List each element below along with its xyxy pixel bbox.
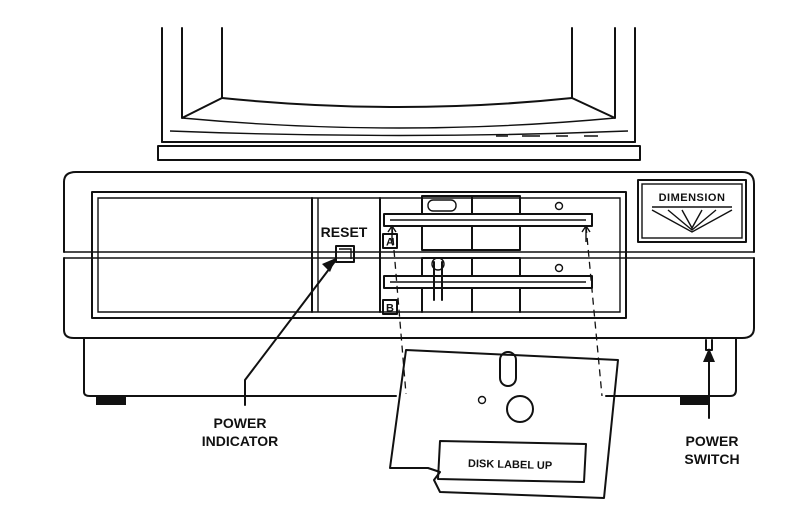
power-indicator-label-line1: POWER — [214, 415, 267, 431]
disk-label: DISK LABEL UP — [468, 458, 552, 472]
brand-label: DIMENSION — [659, 192, 726, 204]
reset-label: RESET — [321, 224, 368, 240]
brand-badge: DIMENSION — [637, 179, 747, 243]
drive-b: B — [382, 257, 593, 315]
floppy-disk: DISK LABEL UP — [389, 349, 619, 499]
power-indicator-light — [335, 245, 355, 263]
power-indicator-callout: POWER INDICATOR — [202, 258, 337, 449]
drive-a: A — [382, 195, 593, 251]
chassis — [63, 171, 755, 405]
monitor — [157, 27, 641, 161]
power-switch-callout: POWER SWITCH — [684, 339, 740, 467]
power-indicator-label-line2: INDICATOR — [202, 433, 278, 449]
power-switch-label-line1: POWER — [686, 433, 739, 449]
power-switch-label-line2: SWITCH — [684, 451, 739, 467]
drive-b-label: B — [386, 303, 394, 315]
reset-area: RESET — [321, 224, 368, 263]
drive-a-label: A — [386, 237, 394, 249]
